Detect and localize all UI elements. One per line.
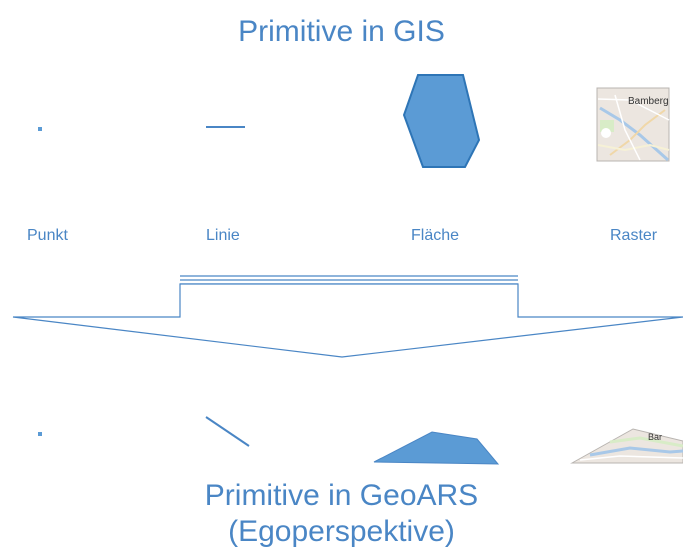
label-raster: Raster [610,227,658,244]
geoars-point [38,432,42,436]
gis-point [38,127,42,131]
title-geoars-line2: (Egoperspektive) [228,515,455,548]
geoars-polygon [373,431,500,465]
raster-map-text: Bamberg [628,96,669,107]
raster-map-text-perspective: Bar [648,432,662,442]
gis-polygon [402,74,481,168]
gis-raster-map: Bamberg [596,87,670,162]
label-linie: Linie [206,227,240,244]
label-punkt: Punkt [27,227,68,244]
title-geoars: Primitive in GeoARS (Egoperspektive) [0,478,683,550]
geoars-line [205,416,250,447]
title-gis: Primitive in GIS [238,15,445,48]
geoars-raster-map: Bar [570,428,683,464]
label-flaeche: Fläche [411,227,460,244]
title-geoars-line1: Primitive in GeoARS [204,479,479,512]
transform-arrow [12,275,683,358]
